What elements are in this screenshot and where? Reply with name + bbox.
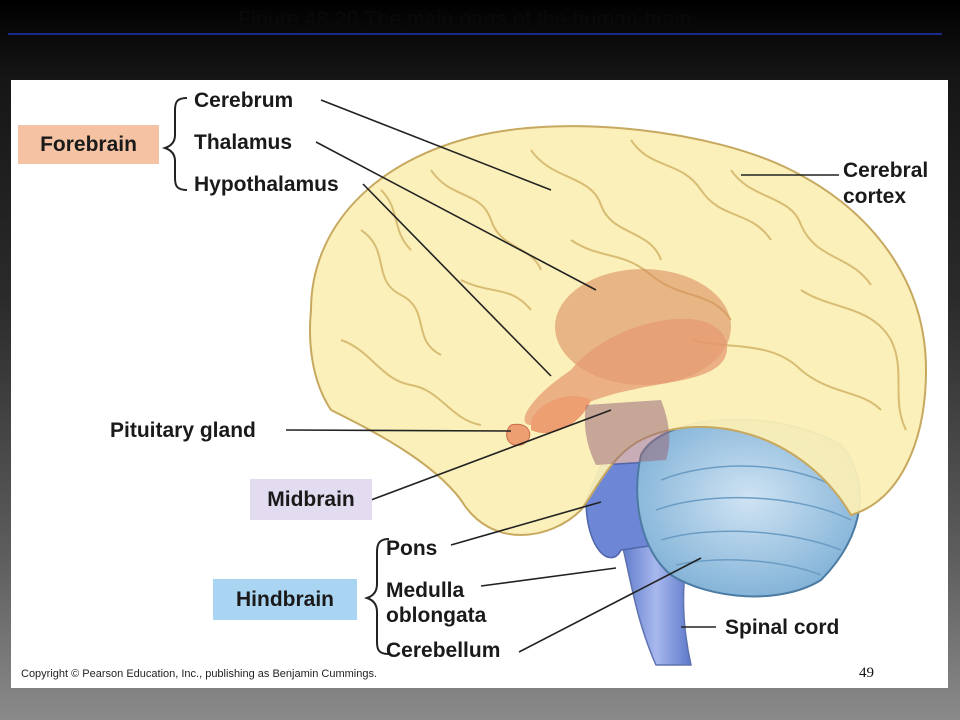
label-pituitary-gland: Pituitary gland [110, 419, 256, 442]
copyright-notice: Copyright © Pearson Education, Inc., pub… [21, 668, 378, 680]
forebrain-bracket [161, 97, 188, 191]
leader-lines [285, 99, 839, 653]
hypothalamus-region [531, 396, 591, 434]
label-pons: Pons [386, 537, 438, 560]
pituitary-region [506, 423, 531, 446]
label-cerebrum: Cerebrum [194, 89, 294, 112]
hindbrain-bracket [363, 538, 390, 655]
label-medulla-line2: oblongata [386, 604, 487, 627]
label-cerebral-cortex-line2: cortex [843, 185, 907, 208]
figure-panel: Forebrain Midbrain Hindbrain Cerebrum Th… [11, 80, 948, 688]
brain-illustration [161, 97, 928, 666]
slide-title: Figure 48.20 The main parts of the human… [238, 8, 692, 31]
midbrain-region-label: Midbrain [250, 479, 372, 520]
slide-number: 49 [859, 665, 874, 681]
label-thalamus: Thalamus [194, 131, 293, 154]
label-cerebellum: Cerebellum [386, 639, 501, 662]
label-hypothalamus: Hypothalamus [194, 173, 339, 196]
title-underline [8, 33, 942, 35]
hindbrain-region-label: Hindbrain [213, 579, 357, 620]
label-medulla-line1: Medulla [386, 579, 465, 602]
label-spinal-cord: Spinal cord [725, 616, 840, 639]
label-cerebral-cortex-line1: Cerebral [843, 159, 929, 182]
forebrain-region-label: Forebrain [18, 125, 159, 164]
midbrain-region [584, 400, 670, 465]
